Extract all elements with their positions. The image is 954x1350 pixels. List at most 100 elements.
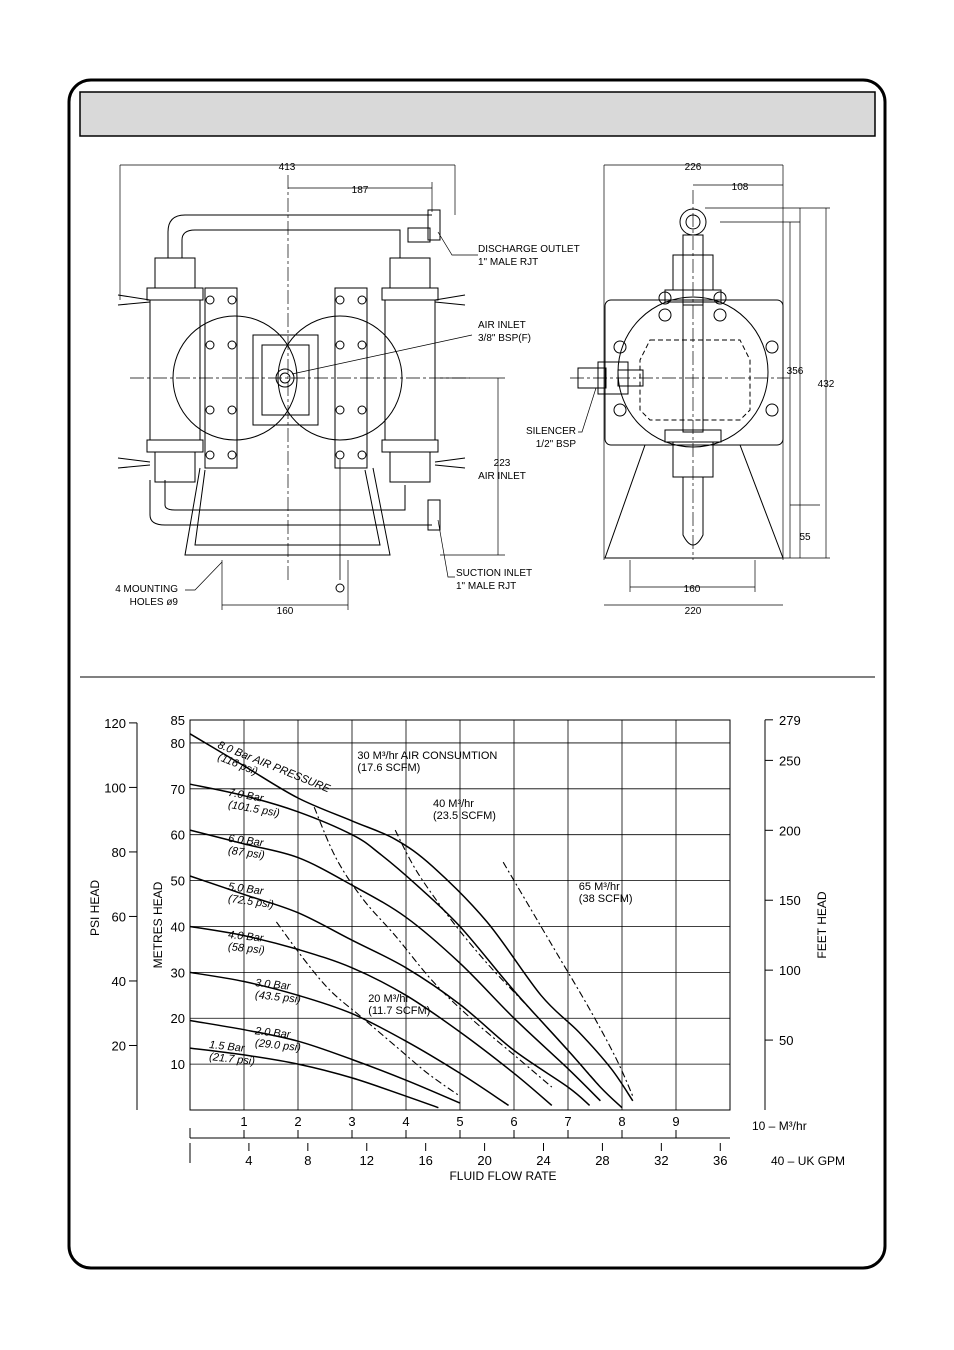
x-tick-label-gpm: 8 — [304, 1153, 311, 1168]
pump-side-view — [570, 164, 830, 606]
chart-curves — [189, 733, 634, 1109]
air-consumption-label-scfm: (11.7 SCFM) — [368, 1005, 430, 1017]
pressure-curve — [189, 971, 510, 1107]
title-bar — [79, 91, 876, 137]
chart-labels: 8.0 Bar AIR PRESSURE(116 psi)7.0 Bar(101… — [209, 739, 633, 1068]
pressure-curve — [189, 733, 634, 1102]
callout-silencer-1: SILENCER — [526, 426, 576, 437]
y-tick-label-feet: 150 — [779, 893, 801, 908]
chart-axes: 1020304050607080852040608010012050100150… — [104, 713, 800, 1168]
dim-108: 108 — [732, 182, 749, 193]
y-tick-label-psi: 60 — [112, 909, 126, 924]
callout-air-1: AIR INLET — [478, 320, 526, 331]
pump-front-view — [117, 164, 505, 610]
x-tick-label-m3: 1 — [240, 1114, 247, 1129]
air-consumption-curve — [275, 921, 461, 1097]
x-tick-label-gpm: 28 — [595, 1153, 609, 1168]
callout-silencer-2: 1/2" BSP — [536, 439, 577, 450]
x-unit-gpm: 40 – UK GPM — [771, 1154, 845, 1168]
callout-air-2: 3/8" BSP(F) — [478, 333, 531, 344]
y-tick-label-metres: 70 — [171, 782, 185, 797]
y-tick-label-psi: 80 — [112, 845, 126, 860]
y-tick-label-metres: 80 — [171, 736, 185, 751]
dim-226: 226 — [685, 162, 702, 173]
y-tick-label-metres: 85 — [171, 713, 185, 728]
dim-413: 413 — [279, 162, 296, 173]
pressure-curve-label: 2.0 Bar — [253, 1025, 292, 1041]
y-tick-label-feet: 200 — [779, 823, 801, 838]
x-tick-label-gpm: 32 — [654, 1153, 668, 1168]
air-consumption-curve — [502, 861, 634, 1097]
pressure-curve-label-psi: (87 psi) — [227, 845, 265, 862]
air-consumption-label: 40 M³/hr — [433, 798, 474, 810]
y-tick-label-psi: 20 — [112, 1038, 126, 1053]
dim-220: 220 — [685, 606, 702, 617]
y-tick-label-psi: 120 — [104, 716, 126, 731]
x-tick-label-m3: 9 — [672, 1114, 679, 1129]
dim-223-label: AIR INLET — [478, 471, 526, 482]
callout-mount-2: HOLES ø9 — [130, 597, 179, 608]
pressure-curve — [189, 1019, 461, 1104]
performance-chart: 1020304050607080852040608010012050100150… — [88, 713, 845, 1183]
y-tick-label-metres: 60 — [171, 828, 185, 843]
y-tick-label-feet: 250 — [779, 753, 801, 768]
callout-mount-1: 4 MOUNTING — [115, 584, 178, 595]
y-axis-label-metres: METRES HEAD — [151, 881, 165, 968]
dim-160-front: 160 — [277, 606, 294, 617]
dim-187: 187 — [352, 185, 369, 196]
y-tick-label-feet: 50 — [779, 1033, 793, 1048]
air-consumption-curve — [313, 806, 553, 1088]
callout-suction-2: 1" MALE RJT — [456, 581, 516, 592]
x-tick-label-gpm: 20 — [477, 1153, 491, 1168]
dim-223: 223 — [494, 458, 511, 469]
y-tick-label-metres: 20 — [171, 1011, 185, 1026]
side-view-labels: 226 108 356 432 55 160 220 SILENCER 1/2"… — [526, 162, 835, 617]
pressure-curve-label: 4.0 Bar — [227, 929, 265, 945]
pressure-curve-label: 1.5 Bar — [209, 1039, 247, 1055]
x-tick-label-gpm: 16 — [418, 1153, 432, 1168]
x-unit-m3: 10 – M³/hr — [752, 1119, 807, 1133]
y-axis-label-feet: FEET HEAD — [815, 891, 829, 958]
air-consumption-label: 65 M³/hr — [579, 881, 620, 893]
air-consumption-label: 30 M³/hr AIR CONSUMTION — [357, 750, 497, 762]
air-consumption-label-scfm: (38 SCFM) — [579, 893, 633, 905]
x-tick-label-m3: 2 — [294, 1114, 301, 1129]
x-tick-label-gpm: 36 — [713, 1153, 727, 1168]
pressure-curve — [189, 925, 553, 1106]
dim-160-side: 160 — [684, 584, 701, 595]
x-axis-label: FLUID FLOW RATE — [449, 1169, 556, 1183]
x-tick-label-gpm: 12 — [360, 1153, 374, 1168]
callout-discharge-2: 1" MALE RJT — [478, 257, 538, 268]
y-tick-label-feet: 279 — [779, 713, 801, 728]
pressure-curve-label: 3.0 Bar — [254, 977, 292, 993]
dim-356: 356 — [787, 366, 804, 377]
y-tick-label-psi: 100 — [104, 780, 126, 795]
air-consumption-label-scfm: (23.5 SCFM) — [433, 810, 496, 822]
y-tick-label-feet: 100 — [779, 963, 801, 978]
x-tick-label-m3: 6 — [510, 1114, 517, 1129]
y-tick-label-metres: 10 — [171, 1057, 185, 1072]
pressure-curve-label-psi: (29.0 psi) — [254, 1037, 301, 1054]
front-view-labels: 413 187 160 223 AIR INLET DISCHARGE OUTL… — [115, 162, 579, 617]
pressure-curve — [189, 875, 591, 1106]
dim-55: 55 — [799, 532, 811, 543]
y-tick-label-metres: 50 — [171, 874, 185, 889]
y-tick-label-metres: 40 — [171, 919, 185, 934]
pressure-curve — [189, 829, 601, 1102]
pressure-curve-label-psi: (58 psi) — [227, 941, 265, 957]
pressure-curve-label: 6.0 Bar — [227, 833, 265, 850]
x-tick-label-m3: 7 — [564, 1114, 571, 1129]
chart-grid — [189, 719, 731, 1111]
callout-discharge-1: DISCHARGE OUTLET — [478, 244, 580, 255]
y-tick-label-metres: 30 — [171, 965, 185, 980]
pressure-curve-label: 5.0 Bar — [227, 881, 265, 898]
y-axis-label-psi: PSI HEAD — [88, 880, 102, 936]
air-consumption-label-scfm: (17.6 SCFM) — [357, 762, 420, 774]
pressure-curve-label-psi: (43.5 psi) — [254, 989, 301, 1006]
x-tick-label-m3: 8 — [618, 1114, 625, 1129]
y-tick-label-psi: 40 — [112, 974, 126, 989]
dim-432: 432 — [818, 379, 835, 390]
pressure-curve-label-psi: (21.7 psi) — [209, 1051, 256, 1068]
outer-border — [67, 78, 887, 1270]
